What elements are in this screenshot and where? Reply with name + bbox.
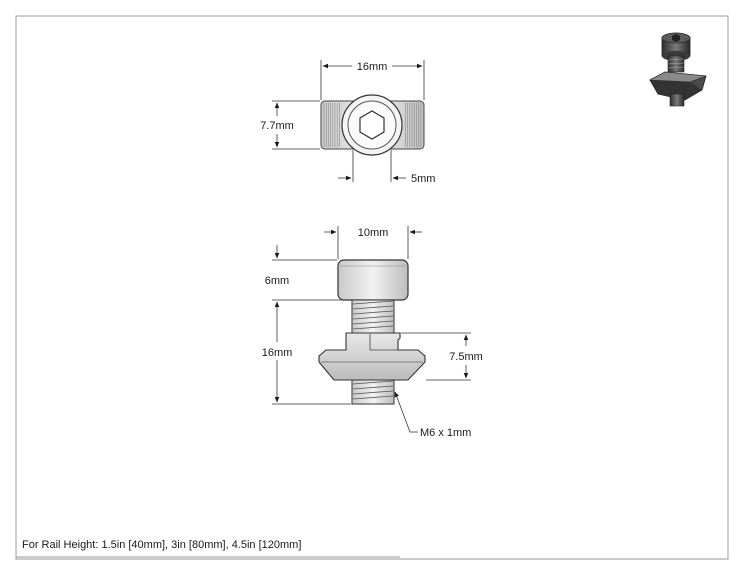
- top-view: 16mm 7.7mm 5mm: [260, 60, 435, 185]
- rail-height-note: For Rail Height: 1.5in [40mm], 3in [80mm…: [22, 539, 302, 551]
- hatch-line: [352, 325, 394, 330]
- head-width-label: 10mm: [358, 227, 389, 239]
- knurl-pattern: [323, 103, 422, 147]
- thread-spec-label: M6 x 1mm: [420, 427, 471, 439]
- thread-lines-upper: [352, 300, 394, 330]
- thread-leader: [394, 391, 418, 433]
- hatch-line: [352, 300, 394, 305]
- head-height-label: 6mm: [265, 275, 289, 287]
- hatch-line: [352, 320, 394, 325]
- nut-height-label: 7.5mm: [449, 351, 483, 363]
- t-nut-shoulder: [318, 332, 426, 381]
- hatch-line: [352, 385, 394, 390]
- screw-length-label: 16mm: [262, 347, 293, 359]
- top-width-label: 16mm: [357, 61, 388, 73]
- hatch-line: [352, 310, 394, 315]
- hatch-line: [352, 315, 394, 320]
- hatch-line: [352, 305, 394, 310]
- side-view: 10mm 6mm 16mm 7.5mm M6 x 1mm: [262, 226, 483, 439]
- isometric-thumbnail: [648, 32, 707, 107]
- hatch-line: [352, 380, 394, 385]
- hatch-line: [352, 390, 394, 395]
- top-hex-label: 5mm: [411, 173, 435, 185]
- hatch-line: [352, 395, 394, 400]
- sheet-border: [15, 15, 729, 560]
- screw-thread-lower: [351, 379, 395, 405]
- top-height-label: 7.7mm: [260, 120, 294, 132]
- hex-socket: [359, 110, 385, 140]
- thread-lines-lower: [352, 380, 394, 400]
